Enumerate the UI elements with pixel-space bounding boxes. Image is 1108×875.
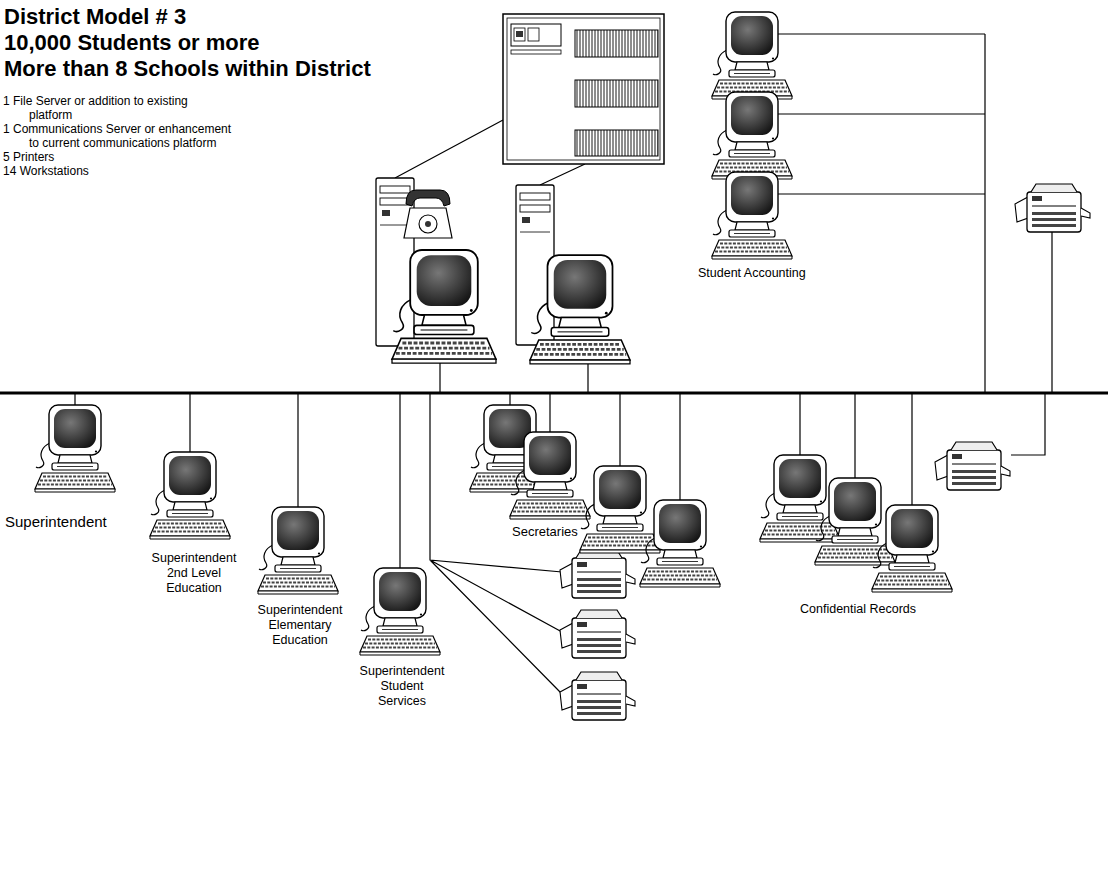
workstation-icon — [580, 466, 660, 553]
printer-icon — [935, 442, 1010, 490]
workstation-icon — [360, 568, 440, 655]
workstation-label: Confidential Records — [800, 602, 916, 617]
server-cabinet — [503, 14, 664, 164]
workstation-icon — [640, 500, 720, 587]
workstation-icon — [258, 507, 338, 594]
workstation-label: Superintendent 2nd Level Education — [148, 551, 240, 596]
workstation-node: Superintendent Elementary Education — [254, 603, 346, 648]
workstation-node: Secretaries — [512, 524, 578, 540]
workstation-label: Secretaries — [512, 524, 578, 540]
workstation-node: Confidential Records — [800, 602, 916, 617]
inventory-item: 1 Communications Server or enhancement t… — [3, 122, 237, 150]
workstation-icon — [35, 405, 115, 492]
server-workstation — [530, 255, 630, 364]
workstation-icon — [760, 455, 840, 542]
printer-icon — [560, 550, 635, 598]
inventory-item: 5 Printers — [3, 150, 54, 164]
workstation-label: Student Accounting — [698, 266, 806, 281]
workstation-node: Student Accounting — [698, 266, 806, 281]
workstation-label: Superintendent — [5, 513, 107, 531]
workstation-label: Superintendent Elementary Education — [254, 603, 346, 648]
workstation-node: Superintendent — [5, 513, 107, 531]
workstation-icon — [712, 12, 792, 99]
subtitle-text: 10,000 Students or more — [4, 30, 260, 56]
inventory-item: 1 File Server or addition to existing pl… — [3, 94, 209, 122]
workstation-icon — [872, 505, 952, 592]
workstation-icon — [712, 92, 792, 179]
workstation-label: Superintendent Student Services — [356, 664, 448, 709]
network-bus — [0, 392, 1108, 395]
server-workstation — [392, 250, 496, 363]
subtitle-text: More than 8 Schools within District — [4, 56, 371, 82]
workstation-icon — [150, 452, 230, 539]
workstation-icon — [815, 478, 895, 565]
workstation-node: Superintendent Student Services — [356, 664, 448, 709]
workstation-icon — [510, 432, 590, 519]
printer-icon — [1015, 184, 1090, 232]
diagram-title: District Model # 3 — [4, 4, 186, 30]
inventory-item: 14 Workstations — [3, 164, 89, 178]
printer-icon — [560, 672, 635, 720]
telephone — [404, 190, 452, 238]
printer-icon — [560, 610, 635, 658]
workstation-icon — [712, 172, 792, 259]
workstation-node: Superintendent 2nd Level Education — [148, 551, 240, 596]
